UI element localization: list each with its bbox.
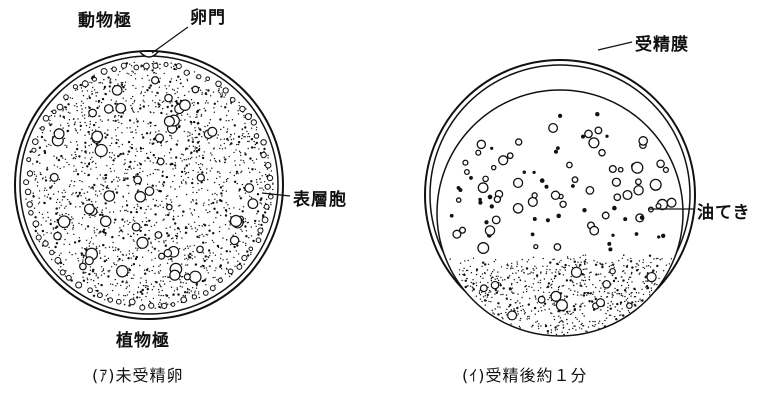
membrane-leader-line xyxy=(598,42,632,50)
animal-pole-label: 動物極 xyxy=(78,6,132,31)
figure-b-caption: (ｲ)受精後約１分 xyxy=(462,362,588,386)
fertilized-egg xyxy=(425,42,695,336)
cortical-alveoli-label: 表層胞 xyxy=(293,185,347,210)
unfertilized-egg xyxy=(15,27,290,319)
vegetal-pole-label: 植物極 xyxy=(116,326,170,351)
oil-droplet-label: 油てき xyxy=(697,198,751,223)
micropyle-leader-line xyxy=(152,27,188,53)
figure-a-caption: (ｱ)未受精卵 xyxy=(92,362,184,386)
cortical-alveoli-layer xyxy=(24,62,273,310)
cortical-alveoli-leader-line xyxy=(262,193,290,196)
egg-inner-membrane xyxy=(20,56,278,314)
micropyle-label: 卵門 xyxy=(190,3,226,28)
fertilization-membrane-label: 受精膜 xyxy=(635,30,689,55)
